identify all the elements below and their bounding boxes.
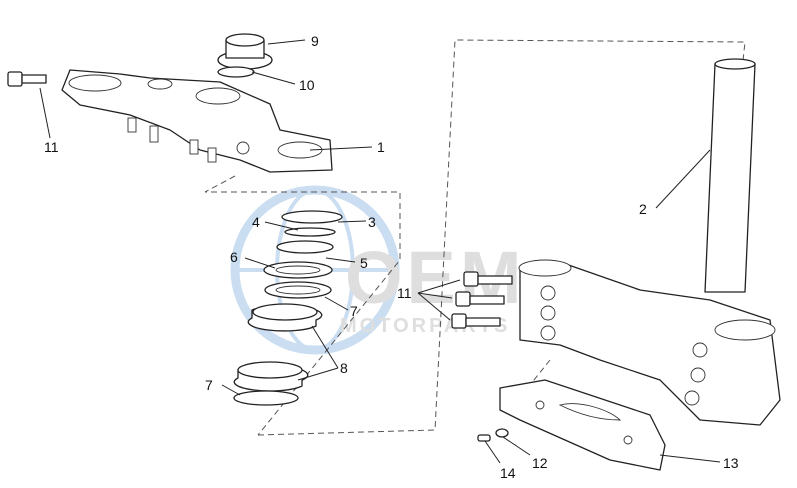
- callout-13: 13: [723, 455, 739, 471]
- clamp-bolt-top: [7, 71, 47, 87]
- callout-12: 12: [532, 455, 548, 471]
- lower-triple-clamp: [518, 58, 781, 426]
- callout-4: 4: [252, 214, 260, 230]
- callout-7-upper: 7: [350, 303, 358, 319]
- callout-5: 5: [360, 255, 368, 271]
- callout-11-right: 11: [397, 285, 412, 301]
- callout-9: 9: [311, 33, 319, 49]
- callout-2: 2: [639, 201, 647, 217]
- callout-6: 6: [230, 249, 238, 265]
- callout-7-lower: 7: [205, 377, 213, 393]
- bearing-cups: [233, 303, 323, 392]
- upper-triple-clamp: [61, 69, 333, 173]
- callout-8: 8: [340, 360, 348, 376]
- clamp-bolts-right: [451, 271, 513, 329]
- ring-nut: [217, 33, 273, 70]
- callout-3: 3: [368, 214, 376, 230]
- callout-11-left: 11: [44, 139, 59, 155]
- upper-bearing: [263, 261, 333, 299]
- callout-14: 14: [500, 465, 516, 481]
- callout-10: 10: [299, 77, 315, 93]
- leader-lines: [39, 39, 721, 464]
- cover-screw-washer: [477, 428, 509, 442]
- callout-1: 1: [377, 139, 385, 155]
- headstock-cover: [499, 379, 666, 471]
- washer-10: [217, 66, 255, 78]
- lower-seal-ring: [233, 390, 299, 406]
- seal-washers: [276, 210, 343, 254]
